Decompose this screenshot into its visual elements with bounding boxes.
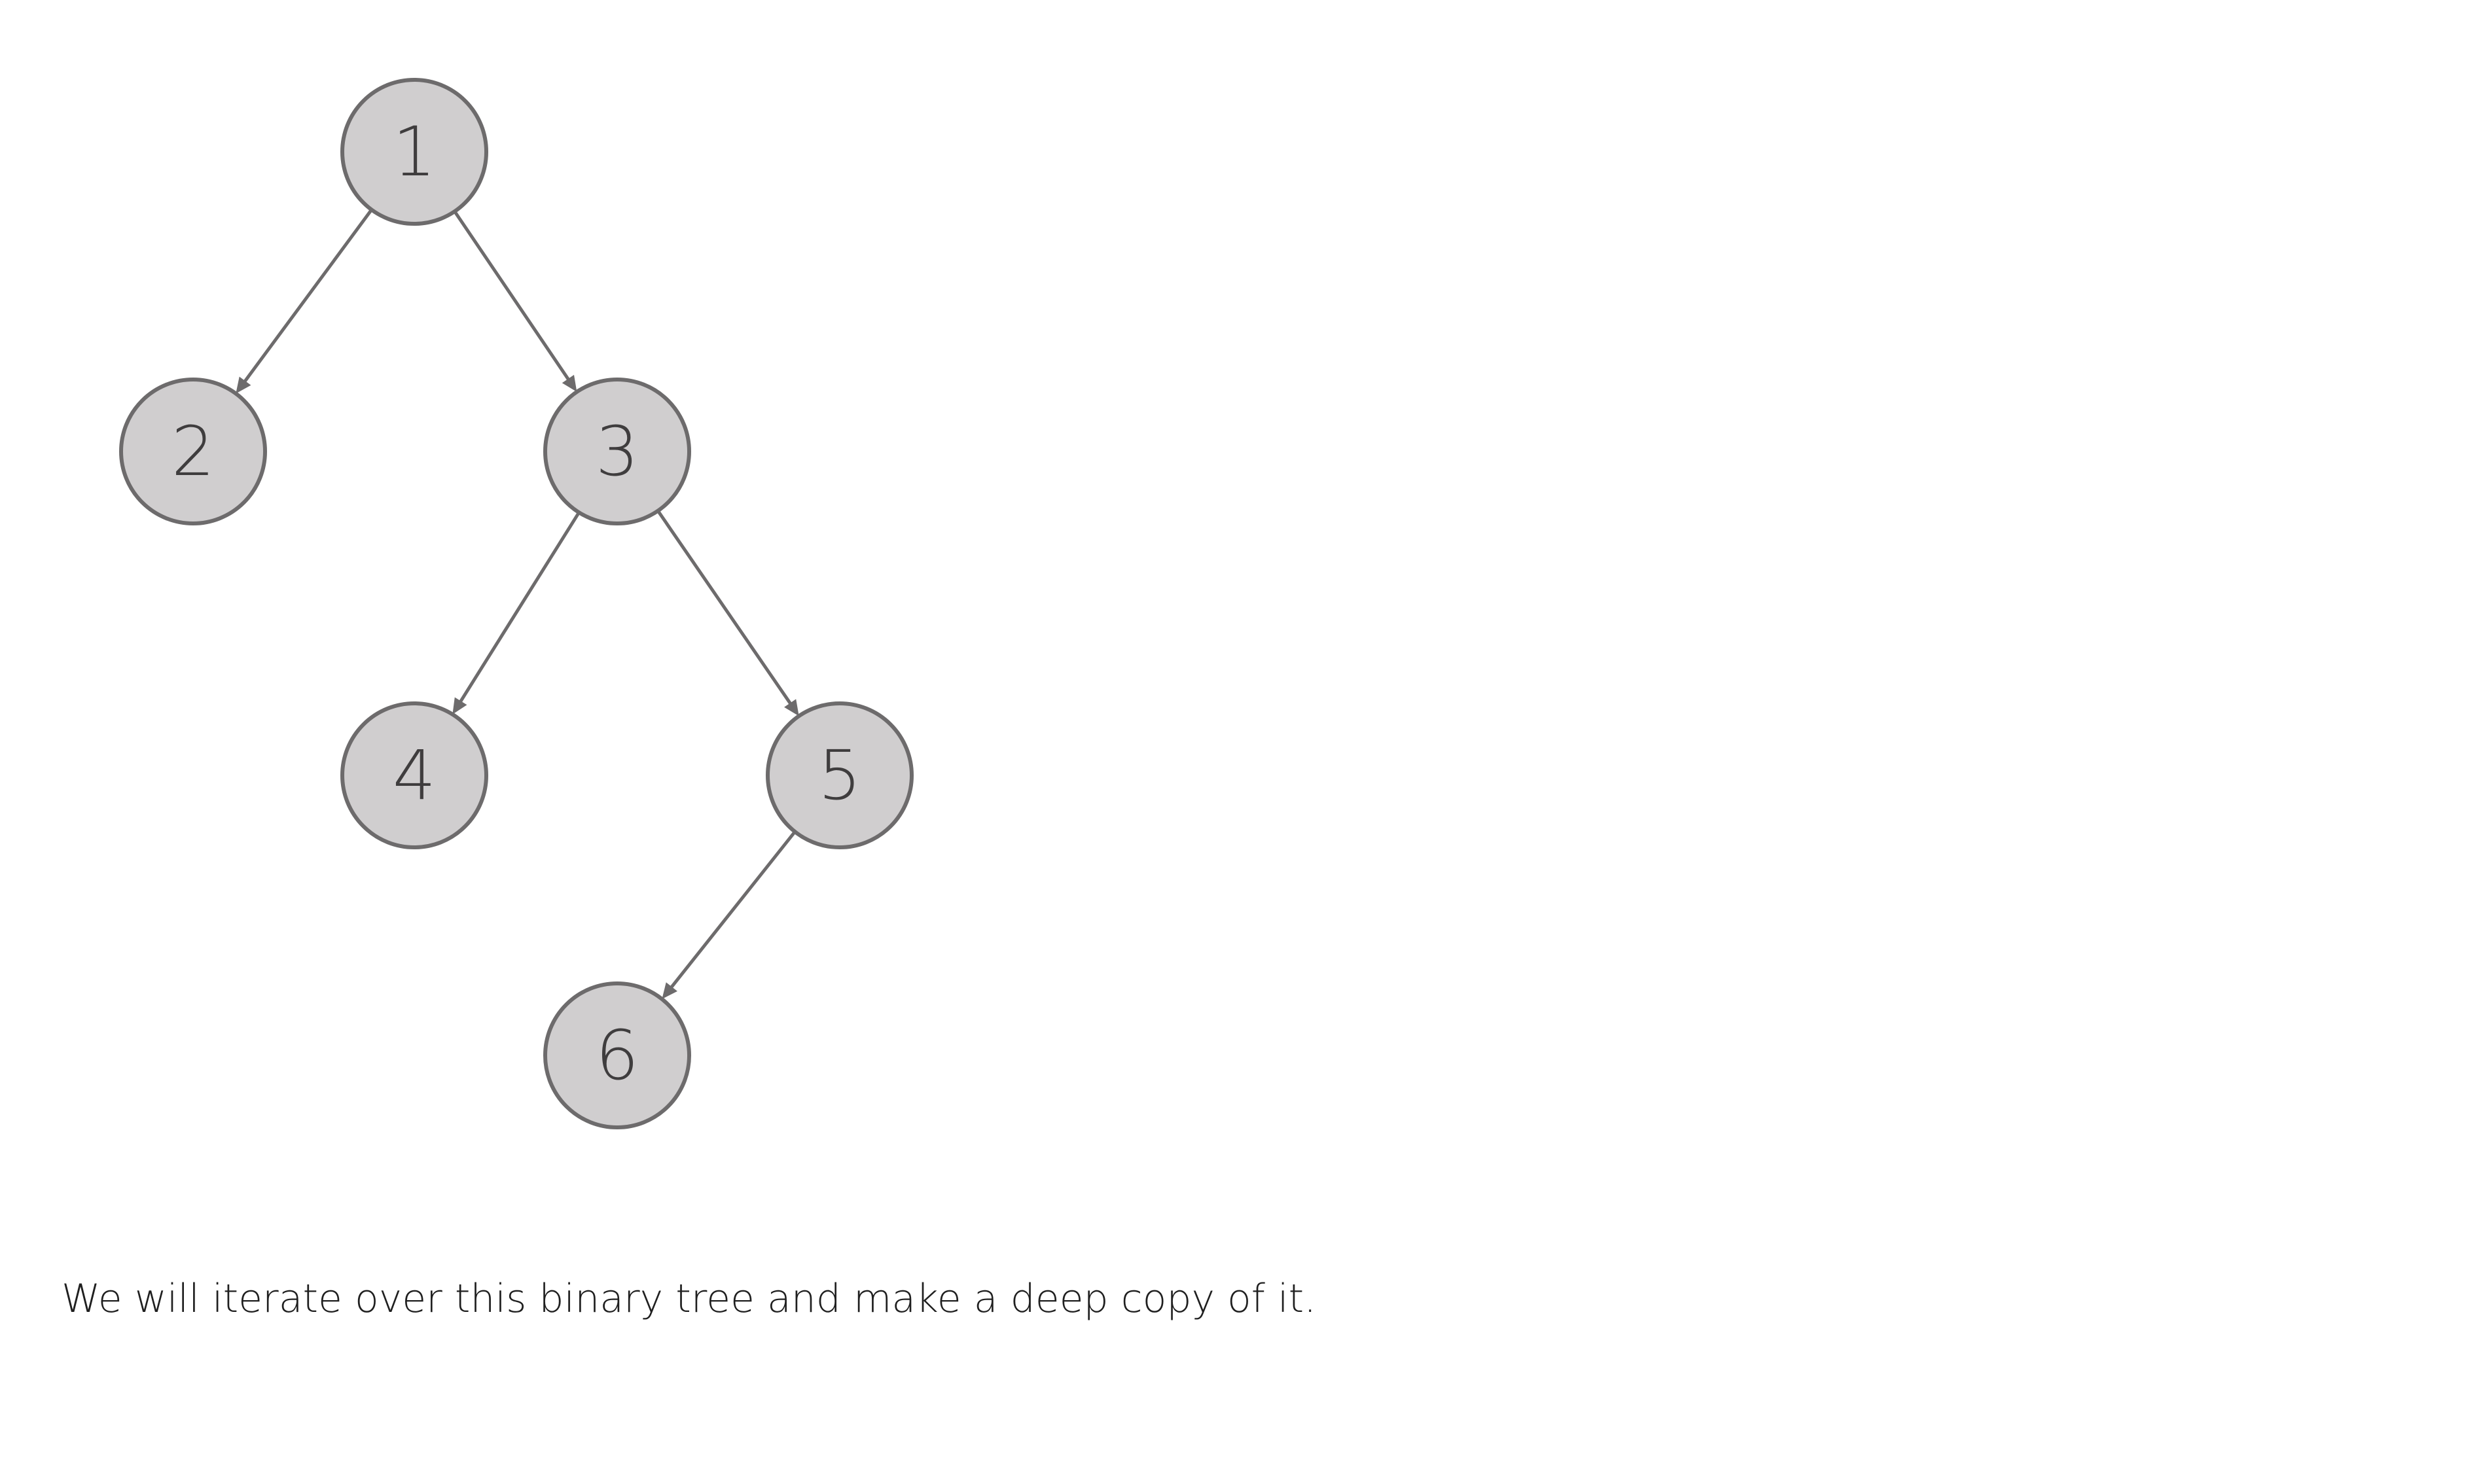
arrowhead-icon	[562, 374, 577, 392]
node-label: 4	[393, 735, 436, 815]
tree-node-3: 3	[543, 378, 691, 525]
node-circle	[340, 701, 488, 849]
edge-line	[454, 511, 581, 710]
node-circle	[543, 981, 691, 1129]
node-circle	[543, 378, 691, 525]
tree-node-4: 4	[340, 701, 488, 849]
node-circle	[340, 78, 488, 226]
node-label: 2	[171, 412, 215, 491]
tree-node-5: 5	[766, 701, 914, 849]
arrowhead-icon	[236, 376, 251, 394]
node-label: 1	[393, 112, 436, 192]
arrowhead-icon	[784, 699, 799, 716]
edge-line	[664, 830, 797, 995]
tree-node-2: 2	[119, 378, 267, 525]
caption-text: We will iterate over this binary tree an…	[62, 1276, 1317, 1322]
edges-layer	[236, 209, 799, 999]
arrowhead-icon	[452, 697, 467, 715]
edge-line	[453, 210, 575, 388]
arrowhead-icon	[662, 982, 677, 999]
node-label: 6	[596, 1016, 639, 1095]
tree-node-6: 6	[543, 981, 691, 1129]
edge-line	[656, 510, 797, 712]
nodes-layer: 1 2 3 4 5 6	[119, 78, 914, 1129]
edge-arrow-n3-n5	[656, 510, 799, 716]
tree-node-1: 1	[340, 78, 488, 226]
node-circle	[119, 378, 267, 525]
edge-arrow-n3-n4	[452, 511, 581, 715]
edge-line	[238, 209, 373, 389]
edge-arrow-n1-n3	[453, 210, 577, 392]
edge-arrow-n1-n2	[236, 209, 373, 394]
node-label: 3	[596, 412, 639, 491]
edge-arrow-n5-n6	[662, 830, 797, 999]
node-label: 5	[818, 735, 861, 815]
node-circle	[766, 701, 914, 849]
